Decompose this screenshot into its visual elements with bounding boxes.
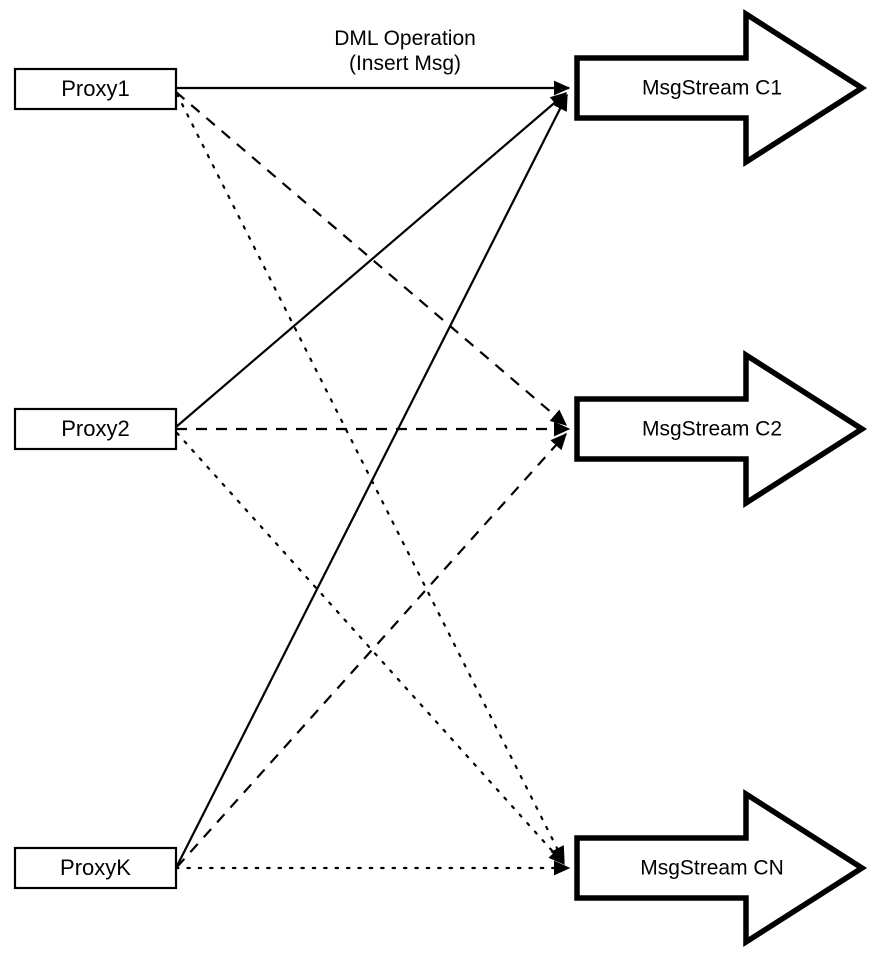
msgstream-cn[interactable]: MsgStream CN (574, 788, 868, 948)
link-proxy2-to-stream-cn (175, 431, 566, 866)
link-layer (174, 80, 571, 876)
link-proxyk-to-stream-c1 (176, 93, 568, 867)
msgstream-cn-arrow-shape[interactable] (574, 788, 868, 948)
edge-label-dml-operation: DML Operation (Insert Msg) (334, 27, 476, 75)
proxy-node-proxy1[interactable]: Proxy1 (13, 67, 178, 111)
proxyk-label: ProxyK (60, 855, 131, 880)
proxy2-label: Proxy2 (61, 416, 129, 441)
msgstream-cn-label: MsgStream CN (640, 857, 784, 880)
edge-label-line2: (Insert Msg) (349, 52, 461, 75)
proxy1-label: Proxy1 (61, 76, 129, 101)
msgstream-c2-arrow-shape[interactable] (574, 349, 868, 509)
msgstream-c1[interactable]: MsgStream C1 (574, 8, 868, 168)
link-proxy1-to-stream-cn (175, 92, 566, 864)
proxy2-box[interactable] (13, 407, 178, 451)
msgstream-c2[interactable]: MsgStream C2 (574, 349, 868, 509)
edge-label-line1: DML Operation (334, 27, 476, 50)
proxy-node-proxy2[interactable]: Proxy2 (13, 407, 178, 451)
link-proxy2-to-stream-c1 (175, 92, 568, 428)
msgstream-group: MsgStream C1 MsgStream C2 MsgStream CN (574, 8, 868, 948)
msgstream-c2-label: MsgStream C2 (642, 418, 782, 441)
proxy-node-proxyk[interactable]: ProxyK (13, 846, 178, 890)
proxy-node-group: Proxy1 Proxy2 ProxyK (13, 67, 178, 890)
msgstream-c1-label: MsgStream C1 (642, 77, 782, 100)
proxyk-box[interactable] (13, 846, 178, 890)
link-proxy1-to-stream-c2 (175, 91, 568, 426)
link-proxyk-to-stream-c2 (176, 432, 567, 868)
proxy1-box[interactable] (13, 67, 178, 111)
msgstream-c1-arrow-shape[interactable] (574, 8, 868, 168)
